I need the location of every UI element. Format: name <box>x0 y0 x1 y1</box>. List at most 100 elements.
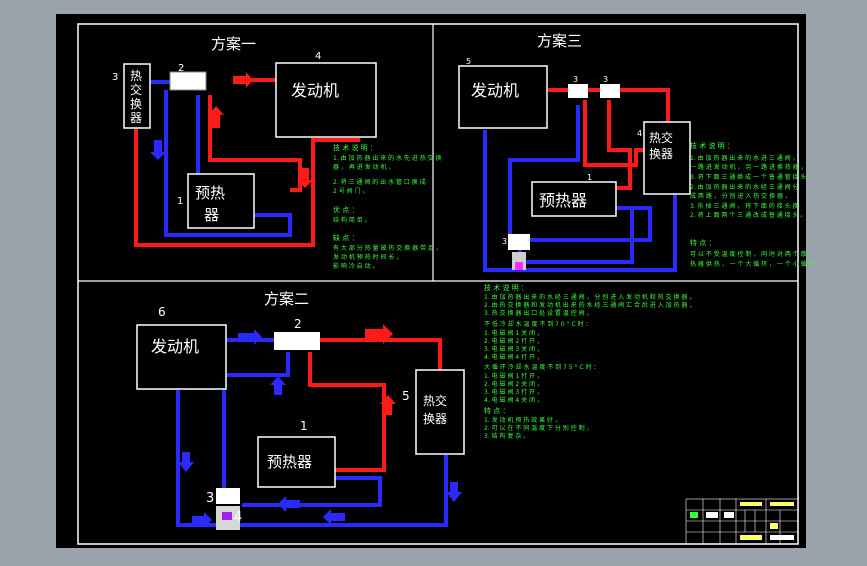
scheme2-hot-pipe-a <box>320 338 442 370</box>
scheme1-note-line: 优 点 ： <box>333 205 358 214</box>
middle-note-line: 3. 结 构 复 杂 。 <box>484 432 529 440</box>
scheme2-valve-3 <box>216 488 240 504</box>
scheme3-note-line: 可 以 不 受 温 度 控 制 ， 同 时 对 两 个 散 <box>690 250 807 258</box>
scheme1-note-line: 缺 点 ： <box>333 233 358 242</box>
scheme3-engine-label: 发动机 <box>471 81 519 100</box>
scheme3-engine-number: 5 <box>466 57 471 66</box>
scheme2-flow-arrow-left-blue-b <box>323 509 345 525</box>
scheme1-cold-pipe-b <box>164 90 292 237</box>
scheme1-flow-arrow-down-blue <box>150 140 166 160</box>
middle-note-line: 2. 可 以 在 不 同 温 度 下 分 别 控 制 ， <box>484 424 593 432</box>
scheme3-note-line: 技 术 说 明 ： <box>690 141 734 150</box>
scheme1-engine-label: 发动机 <box>291 81 339 100</box>
scheme3-hx-line-1: 热交 <box>649 130 673 145</box>
scheme1-note-line: 发 动 机 预 热 时 间 长 ， <box>333 253 402 261</box>
scheme1-note-line: 1. 由 加 热 器 出 来 的 水 先 进 热 交 换 <box>333 154 442 162</box>
scheme2-cold-pipe-d <box>242 476 382 507</box>
scheme3-note-line: 成 两 路 ， 分 别 进 入 热 交 换 器 ， <box>690 192 791 200</box>
scheme2-cold-pipe-b <box>176 390 448 527</box>
scheme1-note-line: 2. 将 三 通 阀 的 出 水 管 口 换 成 <box>333 178 426 186</box>
scheme1-hx-char-2: 交 <box>130 82 142 97</box>
middle-note-line: 大 循 环 冷 却 水 温 度 不 到 7 5 ° C 时 ： <box>484 363 599 371</box>
scheme3-heat-exchanger <box>643 121 691 195</box>
drawing-frame <box>77 23 799 545</box>
middle-note-line: 不 低 冷 却 水 温 度 不 到 7 0 ° C 时 ： <box>484 320 592 328</box>
scheme1-heat-exchanger <box>123 63 151 129</box>
scheme1-hx-number: 3 <box>112 72 118 83</box>
middle-notes: 技 术 说 明 ： 1. 由 加 热 器 出 来 的 水 经 三 通 阀 ， 分… <box>484 283 695 440</box>
scheme3-note-line: 3. 将 下 面 三 通 换 成 一 个 普 通 管 接 头 。 <box>690 173 814 181</box>
scheme3-valve-c-marker <box>515 262 523 270</box>
scheme3-note-line: 特 点 ： <box>690 238 715 247</box>
scheme3-note-line: 3. 拆 掉 三 通 阀 ， 将 下 面 的 接 头 换 <box>690 202 799 210</box>
scheme1-hot-pipe-b <box>208 95 302 192</box>
scheme1-note-line: 结 构 简 单 。 <box>333 216 371 224</box>
scheme3-valve-b-number: 3 <box>603 75 608 84</box>
scheme2-preheater-number: 1 <box>300 419 308 433</box>
scheme1-three-way-valve <box>169 71 207 91</box>
scheme3-preheater <box>531 181 617 217</box>
scheme2-flow-arrow-down-blue-b <box>446 482 462 502</box>
scheme3-cold-pipe-b <box>508 105 580 235</box>
scheme2-flow-arrow-right-blue <box>238 329 262 345</box>
scheme2-cold-pipe-c <box>222 352 290 490</box>
middle-note-line: 1. 发 动 机 预 热 效 果 好 ， <box>484 416 561 424</box>
scheme1-preheater-line-1: 预热 <box>195 184 225 202</box>
scheme2-flow-arrow-up-red <box>380 395 396 415</box>
scheme1-engine-number: 4 <box>315 51 321 62</box>
scheme1-engine <box>275 62 377 138</box>
scheme3-cold-pipe-a <box>483 130 677 272</box>
scheme3-cold-pipe-c <box>530 206 652 242</box>
scheme2-engine-label: 发动机 <box>151 337 199 356</box>
scheme1-note-line: 有 大 部 分 热 量 被 热 交 换 器 带 走 ， <box>333 244 442 252</box>
scheme3-note-line: 2. 将 上 面 两 个 三 通 改 成 普 通 接 头 。 <box>690 211 806 219</box>
scheme1-hx-char-1: 热 <box>130 69 142 83</box>
scheme2-flow-arrow-up-blue <box>270 376 286 395</box>
middle-note-line: 2. 电 磁 阀 2 打 开 ， <box>484 337 543 345</box>
scheme1-hx-char-3: 换 <box>130 97 142 111</box>
scheme2-flow-arrow-left-blue-a <box>278 496 300 512</box>
scheme2-hx-line-1: 热交 <box>423 393 447 408</box>
middle-note-line: 技 术 说 明 ： <box>484 283 528 292</box>
scheme2-flow-arrow-down-blue-a <box>178 452 194 472</box>
middle-note-line: 1. 电 磁 阀 1 关 闭 ， <box>484 329 543 337</box>
middle-note-line: 4. 电 磁 阀 4 关 闭 ， <box>484 396 543 404</box>
scheme2-heat-exchanger <box>415 369 465 455</box>
scheme3-note-line: 热 器 供 热 ， 一 个 大 循 环 ， 一 个 小 循 环 。 <box>690 260 823 268</box>
scheme-2-title: 方案二 <box>264 290 309 308</box>
scheme-3: 方案三 发动机 5 3 3 热交 换器 4 预热器 1 3 <box>458 32 823 272</box>
scheme2-flow-arrow-right-blue-b <box>192 512 212 528</box>
scheme1-note-line: 器 ， 再 进 发 动 机 ， <box>333 163 394 171</box>
scheme2-engine <box>136 324 227 390</box>
scheme2-preheater-label: 预热器 <box>267 453 312 471</box>
scheme3-valve-c-number: 3 <box>502 237 507 246</box>
scheme1-preheater-number: 1 <box>177 196 183 207</box>
scheme2-three-way-valve <box>274 332 320 350</box>
scheme3-valve-a <box>568 84 588 98</box>
scheme3-note-line: 一 路 进 发 动 机 ， 另 一 路 进 换 热 器 ， <box>690 163 807 171</box>
middle-note-line: 3. 电 磁 阀 3 关 闭 ， <box>484 345 543 353</box>
scheme3-engine <box>458 65 548 129</box>
middle-note-line: 2. 电 磁 阀 2 关 闭 ， <box>484 380 543 388</box>
scheme2-hot-pipe-b <box>308 352 386 472</box>
scheme1-flow-arrow-right <box>233 72 253 88</box>
middle-note-line: 3. 热 交 换 器 出 口 处 设 置 温 控 阀 。 <box>484 309 593 317</box>
scheme-1: 方案一 2 热 交 换 器 3 发动机 4 预热 器 1 <box>112 35 442 270</box>
scheme1-preheater-line-2: 器 <box>204 206 219 224</box>
scheme2-preheater <box>257 436 336 488</box>
scheme3-hot-pipe-b <box>583 100 645 167</box>
middle-note-line: 特 点 ： <box>484 406 509 415</box>
middle-note-line: 3. 电 磁 阀 3 打 开 ， <box>484 388 543 396</box>
scheme1-notes: 技 术 说 明 ： 1. 由 加 热 器 出 来 的 水 先 进 热 交 换 器… <box>333 143 442 270</box>
scheme2-hx-line-2: 换器 <box>423 412 447 426</box>
scheme2-valve-4-marker <box>222 512 232 520</box>
scheme3-note-line: 2. 由 加 热 器 出 来 的 水 经 三 通 阀 分 <box>690 183 799 191</box>
scheme1-hx-char-4: 器 <box>130 111 142 125</box>
scheme-2: 方案二 发动机 6 2 热交 换器 5 预热器 1 <box>136 290 465 530</box>
scheme1-note-line: 技 术 说 明 ： <box>333 143 377 152</box>
scheme3-hot-pipe-c <box>607 100 632 190</box>
scheme-3-title: 方案三 <box>537 32 582 50</box>
scheme3-hx-number: 4 <box>637 129 642 138</box>
scheme3-hx-line-2: 换器 <box>649 147 673 161</box>
